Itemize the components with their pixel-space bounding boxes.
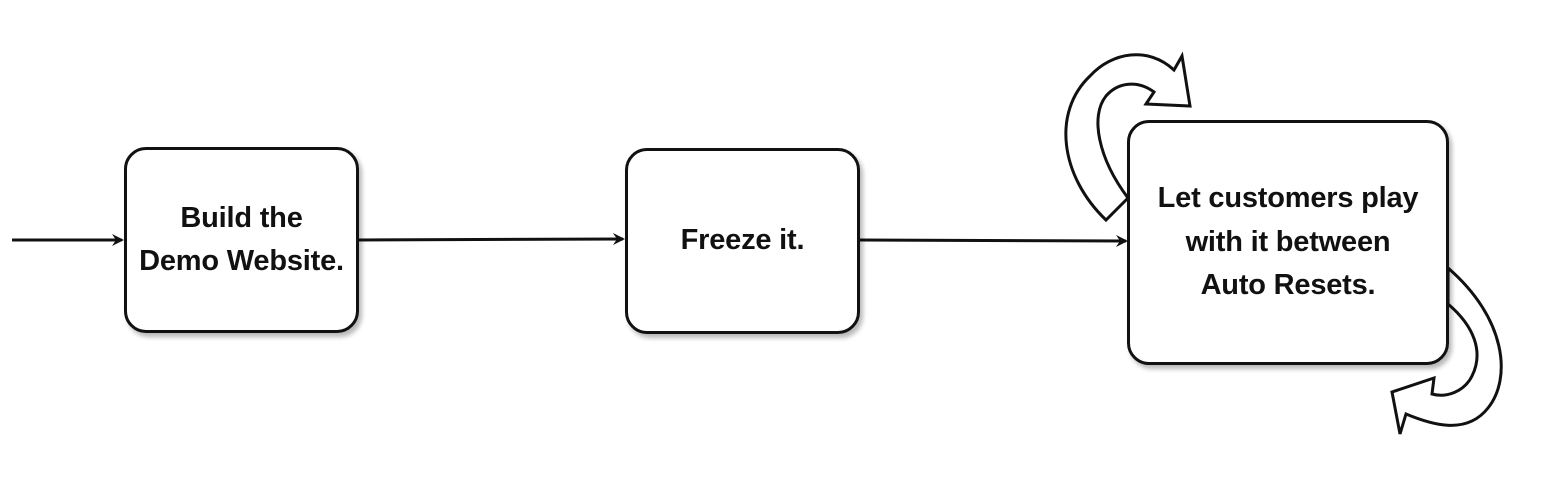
step-play-label: Let customers play with it between Auto … [1157, 182, 1419, 302]
step-customers-play: Let customers play with it between Auto … [1127, 120, 1449, 365]
edge-freeze-to-play [859, 234, 1128, 247]
loop-arrow-top-left [1064, 51, 1192, 223]
step-build-demo-website: Build the Demo Website. [124, 147, 359, 333]
step-freeze-label: Freeze it. [680, 224, 805, 257]
edge-build-to-freeze [357, 233, 625, 246]
loop-arrow-bottom-right [1390, 264, 1503, 435]
step-freeze: Freeze it. [625, 148, 860, 334]
step-build-label: Build the Demo Website. [139, 201, 344, 278]
